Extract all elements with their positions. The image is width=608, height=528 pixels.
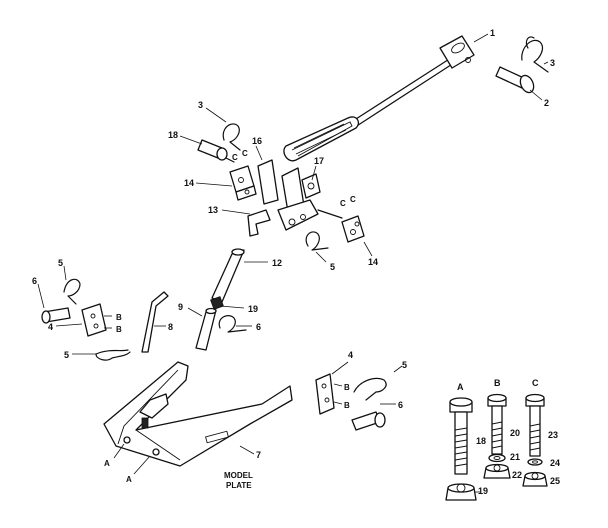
- leader-lines: [37, 33, 549, 493]
- callout-6: 6: [256, 322, 261, 332]
- hairpin-clip: [521, 36, 549, 73]
- callout-5: 5: [402, 360, 407, 370]
- callout-4: 4: [48, 322, 53, 332]
- callout-19: 19: [248, 304, 258, 314]
- callout-24: 24: [550, 458, 560, 468]
- model-plate-line2: PLATE: [226, 481, 252, 490]
- callout-5: 5: [330, 262, 335, 272]
- callout-1: 1: [490, 28, 495, 38]
- lift-rod: [344, 35, 475, 132]
- callout-8: 8: [168, 322, 173, 332]
- callout-21: 21: [510, 452, 520, 462]
- hairpin-clip-right: [353, 377, 387, 401]
- pivot-pin-right: [351, 411, 386, 431]
- bolt-b: [487, 393, 507, 455]
- letter-c: C: [232, 153, 238, 162]
- hairpin-clip-left: [63, 278, 81, 305]
- callout-5: 5: [58, 258, 63, 268]
- callout-5: 5: [64, 350, 69, 360]
- bolt-c: [525, 393, 545, 457]
- washer-c: [527, 458, 543, 466]
- callout-6: 6: [398, 400, 403, 410]
- callout-3: 3: [198, 100, 203, 110]
- callout-22: 22: [512, 470, 522, 480]
- letter-c: C: [242, 149, 248, 158]
- link-sleeve: [211, 248, 245, 303]
- pivot-bracket-right: [341, 215, 365, 243]
- callout-3: 3: [550, 58, 555, 68]
- callout-4: 4: [348, 350, 353, 360]
- lift-handle-grip: [283, 116, 360, 162]
- lift-arm-assembly: [257, 159, 343, 231]
- callout-14: 14: [368, 257, 378, 267]
- letter-c: C: [350, 195, 356, 204]
- pivot-pin-upper: [197, 139, 235, 163]
- callout-6: 6: [32, 276, 37, 286]
- column-a-heading: A: [457, 382, 464, 392]
- callout-16: 16: [252, 136, 262, 146]
- u-frame: [103, 361, 293, 467]
- callout-labels: 1 3 2 3 18 16 17 14 13 14 5 12 19 9 6 8 …: [32, 28, 560, 496]
- hairpin-clip-middle: [218, 315, 247, 333]
- callout-9: 9: [178, 302, 183, 312]
- nut-c: [522, 471, 548, 487]
- callout-13: 13: [208, 205, 218, 215]
- hairpin-clip-upper: [222, 123, 241, 151]
- callout-7: 7: [256, 450, 261, 460]
- letter-b: B: [116, 313, 122, 322]
- callout-14: 14: [184, 178, 194, 188]
- bent-rod: [141, 291, 169, 353]
- link-rod: [195, 307, 217, 351]
- washer-b: [488, 453, 506, 463]
- nut-a: [445, 483, 477, 501]
- mount-bracket-right: [315, 373, 335, 415]
- pivot-bracket-left: [229, 165, 257, 201]
- column-b-heading: B: [494, 378, 501, 388]
- letter-a: A: [104, 459, 110, 468]
- letter-a: A: [126, 475, 132, 484]
- letter-b: B: [116, 325, 122, 334]
- callout-2: 2: [544, 98, 549, 108]
- callout-17: 17: [314, 156, 324, 166]
- callout-12: 12: [272, 258, 282, 268]
- model-plate-line1: MODEL: [224, 471, 253, 480]
- callout-18: 18: [168, 130, 178, 140]
- coil-clip-left: [95, 349, 131, 361]
- model-plate-label: MODEL PLATE: [224, 471, 253, 490]
- letter-c: C: [340, 199, 346, 208]
- callout-25: 25: [550, 476, 560, 486]
- callout-19: 19: [478, 486, 488, 496]
- mount-bracket-left: [81, 303, 107, 337]
- elbow-pin: [247, 209, 271, 237]
- clevis-pin: [495, 66, 535, 94]
- letter-b: B: [344, 383, 350, 392]
- hairpin-clip-center: [305, 231, 329, 251]
- column-c-heading: C: [532, 378, 539, 388]
- bolt-a: [449, 397, 473, 475]
- letter-b: B: [344, 401, 350, 410]
- hardware-letters: C C C C B B B B A A A B C: [104, 149, 539, 484]
- nut-b: [483, 463, 511, 479]
- callout-23: 23: [548, 430, 558, 440]
- pivot-pin-left: [41, 307, 71, 324]
- callout-18: 18: [476, 436, 486, 446]
- callout-20: 20: [510, 428, 520, 438]
